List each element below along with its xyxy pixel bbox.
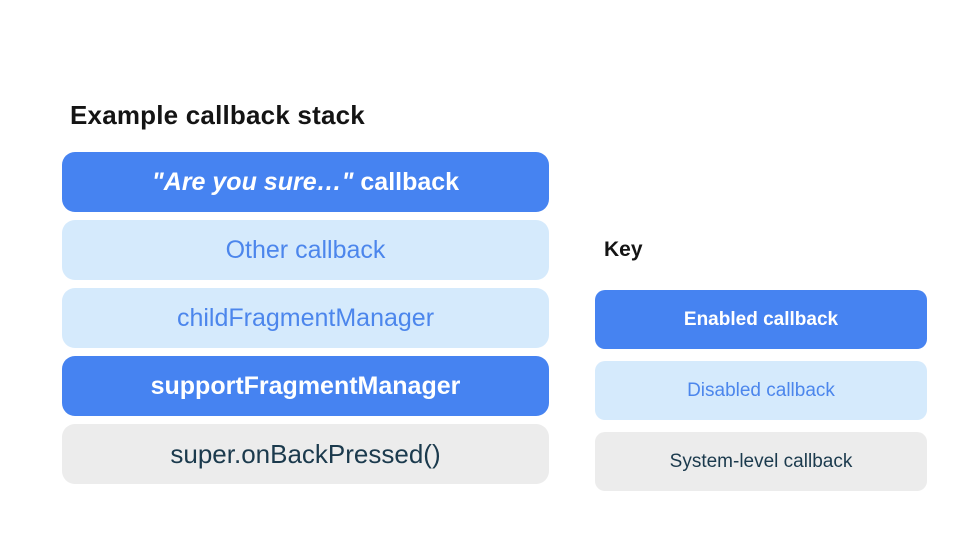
- diagram-title: Example callback stack: [70, 100, 365, 130]
- key-item-disabled-callback: Disabled callback: [595, 361, 927, 420]
- stack-box-label: "Are you sure…" callback: [152, 168, 459, 197]
- key-item-label: Disabled callback: [687, 379, 835, 401]
- stack-box-label: Other callback: [225, 235, 386, 264]
- stack-box-childfragmentmanager: childFragmentManager: [62, 288, 549, 348]
- stack-box-label: super.onBackPressed(): [170, 438, 441, 469]
- label-rest-part: callback: [353, 167, 460, 196]
- key-title: Key: [604, 238, 643, 261]
- key-item-label: Enabled callback: [683, 308, 839, 330]
- key-item-enabled-callback: Enabled callback: [595, 290, 927, 349]
- stack-box-supportfragmentmanager: supportFragmentManager: [62, 356, 549, 416]
- stack-box-other-callback: Other callback: [62, 220, 549, 280]
- key-item-label: System-level callback: [669, 450, 853, 472]
- stack-box-super-onbackpressed: super.onBackPressed(): [62, 424, 549, 484]
- quoted-label-part: "Are you sure…": [151, 167, 354, 196]
- stack-box-are-you-sure-callback: "Are you sure…" callback: [62, 152, 549, 212]
- stack-box-label: childFragmentManager: [176, 303, 435, 332]
- key-item-system-level-callback: System-level callback: [595, 432, 927, 491]
- stack-box-label: supportFragmentManager: [150, 371, 461, 400]
